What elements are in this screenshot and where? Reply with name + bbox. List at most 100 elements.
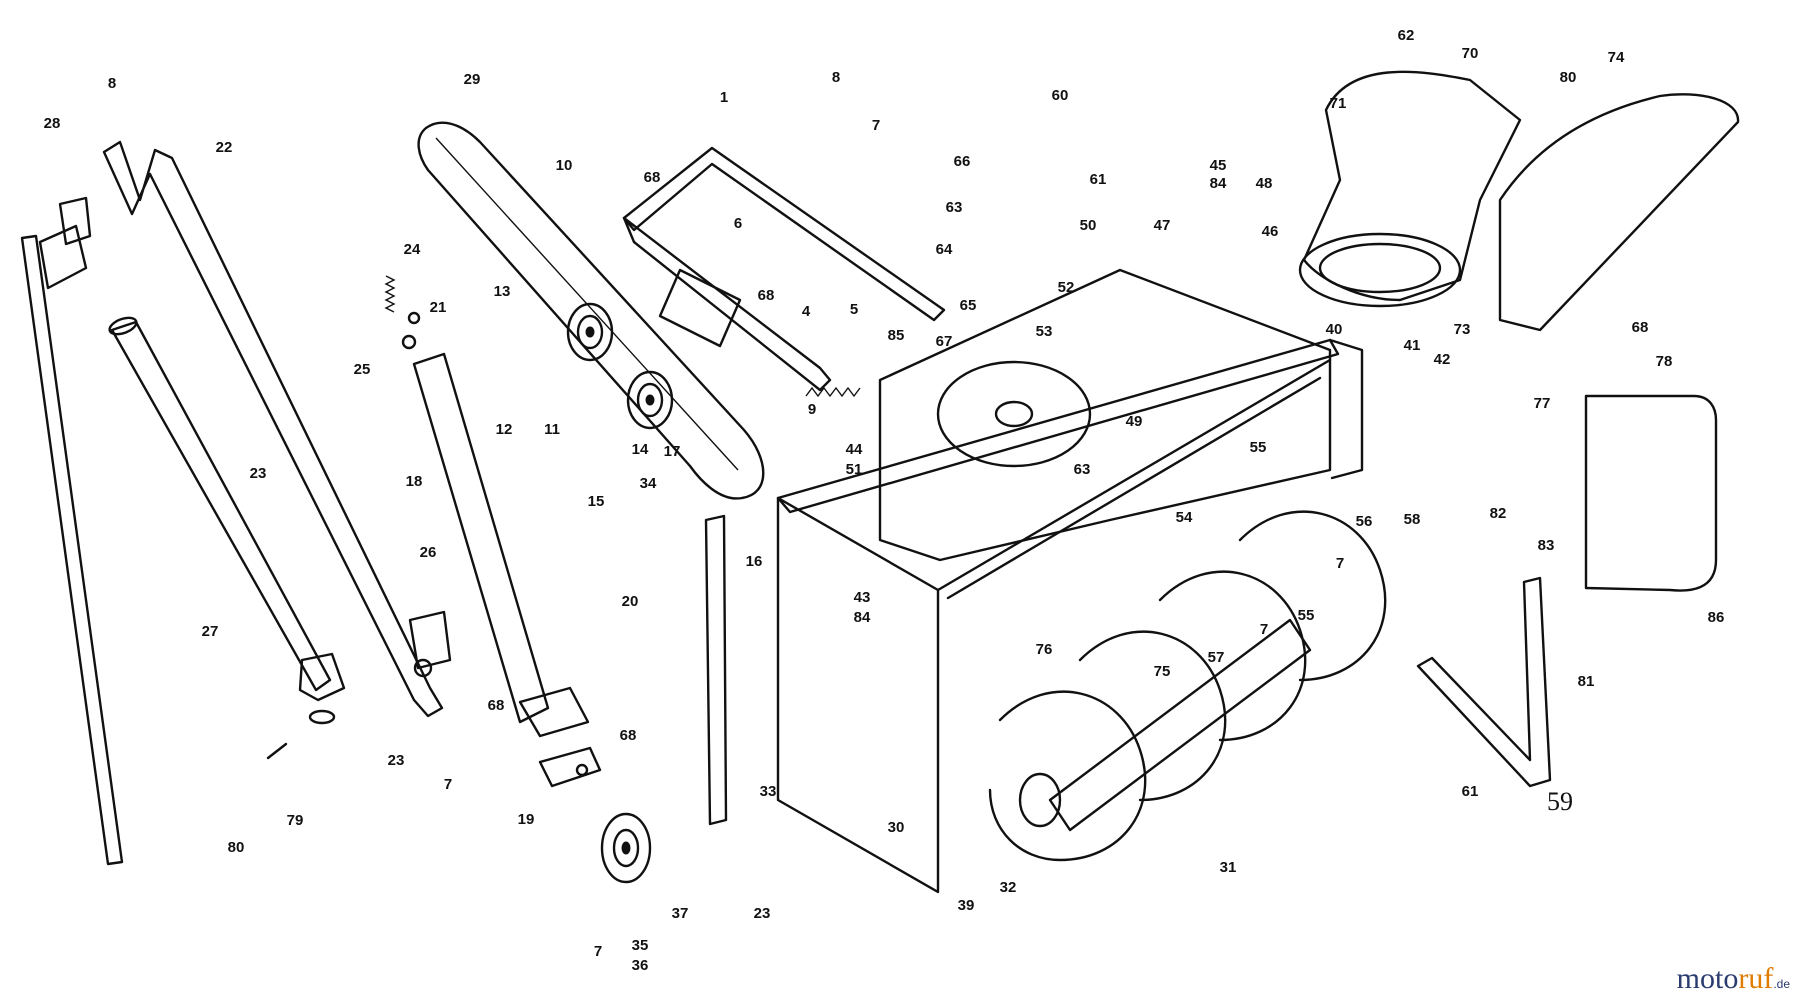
part-label-39: 39 [958,897,975,914]
part-label-15: 15 [588,493,605,510]
pulley-14 [626,370,674,430]
part-label-84: 84 [854,609,871,626]
part-label-46: 46 [1262,223,1279,240]
part-label-55: 55 [1250,439,1267,456]
part-label-28: 28 [44,115,61,132]
part-label-54: 54 [1176,509,1193,526]
bracket-arm [412,352,602,788]
part-label-62: 62 [1398,27,1415,44]
part-label-37: 37 [672,905,689,922]
motoruf-logo: motoruf.de [1677,964,1790,994]
part-label-23: 23 [250,465,267,482]
part-label-64: 64 [936,241,953,258]
part-label-11: 11 [544,421,560,438]
logo-part3: .de [1773,977,1790,991]
part-label-1: 1 [720,89,728,106]
part-label-26: 26 [420,544,437,561]
part-label-43: 43 [854,589,871,606]
support-leg [704,514,728,826]
pulley-10 [566,302,614,362]
part-label-29: 29 [464,71,481,88]
part-label-57: 57 [1208,649,1225,666]
part-label-34: 34 [640,475,657,492]
part-label-4: 4 [802,303,811,320]
part-label-7: 7 [594,943,602,960]
part-label-25: 25 [354,361,371,378]
part-label-40: 40 [1326,321,1343,338]
part-label-41: 41 [1404,337,1421,354]
part-label-44: 44 [846,441,863,458]
part-label-65: 65 [960,297,977,314]
part-label-9: 9 [808,401,816,418]
part-label-77: 77 [1534,395,1551,412]
part-label-48: 48 [1256,175,1273,192]
part-label-75: 75 [1154,663,1171,680]
wheel-35 [600,812,652,884]
auger [988,510,1387,862]
side-plate [1584,394,1718,592]
handle-tube [108,316,346,760]
part-label-56: 56 [1356,513,1373,530]
spring-24 [384,275,421,350]
part-label-49: 49 [1126,413,1143,430]
part-label-24: 24 [404,241,421,258]
part-label-76: 76 [1036,641,1053,658]
logo-part1: moto [1676,962,1739,995]
part-label-63: 63 [1074,461,1091,478]
part-label-7: 7 [1260,621,1268,638]
spring-9 [805,386,861,398]
part-label-50: 50 [1080,217,1097,234]
part-label-52: 52 [1058,279,1075,296]
part-label-22: 22 [216,139,233,156]
part-label-61: 61 [1462,783,1479,800]
part-label-21: 21 [430,299,447,316]
part-label-70: 70 [1462,45,1479,62]
part-label-35: 35 [632,937,649,954]
part-label-61: 61 [1090,171,1107,188]
part-label-7: 7 [444,776,452,793]
part-label-67: 67 [936,333,953,350]
part-label-12: 12 [496,421,513,438]
part-label-10: 10 [556,157,573,174]
part-label-68: 68 [620,727,637,744]
part-label-55: 55 [1298,607,1315,624]
part-label-23: 23 [754,905,771,922]
part-label-66: 66 [954,153,971,170]
part-label-80: 80 [1560,69,1577,86]
logo-part2: ruf [1738,962,1774,995]
part-label-6: 6 [734,215,742,232]
part-label-27: 27 [202,623,219,640]
skid-59 [1416,576,1552,788]
part-label-63: 63 [946,199,963,216]
part-label-32: 32 [1000,879,1017,896]
part-label-14: 14 [632,441,649,458]
part-label-68: 68 [1632,319,1649,336]
part-label-83: 83 [1538,537,1555,554]
part-label-23: 23 [388,752,405,769]
auger-housing [776,268,1364,894]
part-label-13: 13 [494,283,511,300]
part-label-68: 68 [758,287,775,304]
part-label-33: 33 [760,783,777,800]
part-label-51: 51 [846,461,863,478]
part-label-79: 79 [287,812,304,829]
part-label-74: 74 [1608,49,1625,66]
part-label-18: 18 [406,473,423,490]
part-label-5: 5 [850,301,858,318]
part-label-59: 59 [1547,787,1573,816]
part-label-8: 8 [832,69,840,86]
frame-top [622,146,946,392]
discharge-chute [1298,70,1522,308]
part-label-16: 16 [746,553,763,570]
part-label-17: 17 [664,443,681,460]
part-label-47: 47 [1154,217,1171,234]
part-label-8: 8 [108,75,116,92]
part-label-36: 36 [632,957,649,974]
part-label-7: 7 [872,117,880,134]
part-label-20: 20 [622,593,639,610]
part-label-82: 82 [1490,505,1507,522]
part-label-85: 85 [888,327,905,344]
part-label-80: 80 [228,839,245,856]
